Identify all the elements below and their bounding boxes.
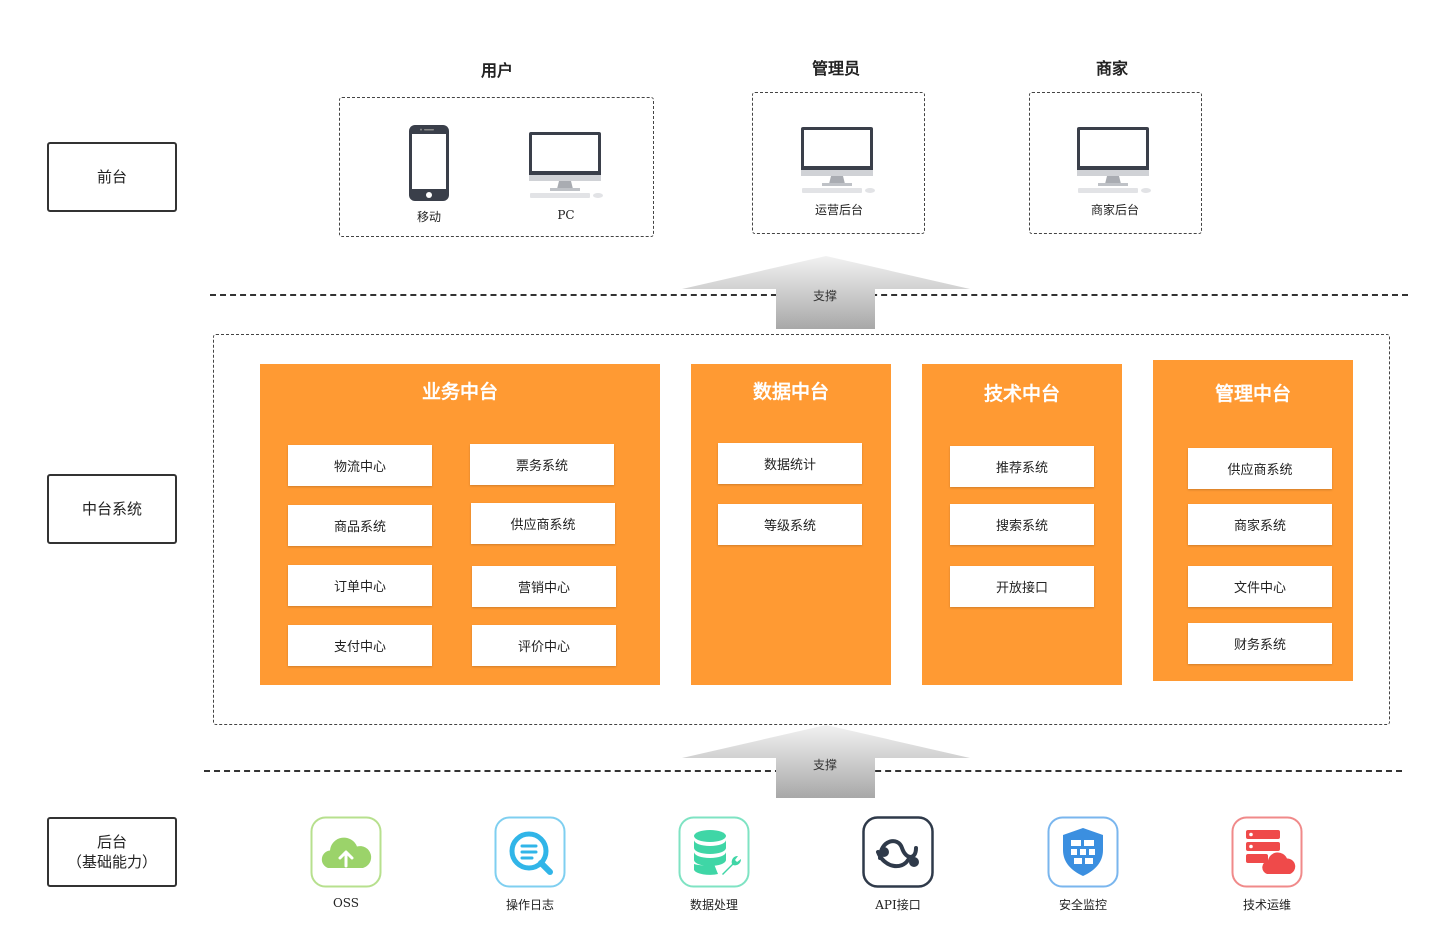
middle-platform-box — [213, 334, 1390, 725]
module-business-1: 票务系统 — [470, 444, 614, 485]
module-tech-1: 搜索系统 — [950, 504, 1094, 545]
module-business-5: 营销中心 — [472, 566, 616, 607]
module-business-0: 物流中心 — [288, 445, 432, 486]
merchant-device-box: 商家后台 — [1029, 92, 1202, 234]
desktop-pc-icon — [529, 132, 603, 198]
server-cloud-icon — [1231, 816, 1303, 888]
module-business-6: 支付中心 — [288, 625, 432, 666]
user-device-box: 移动 PC — [339, 97, 654, 237]
module-data-0: 数据统计 — [718, 443, 862, 484]
module-tech-0: 推荐系统 — [950, 446, 1094, 487]
service-label-security: 安全监控 — [1058, 898, 1107, 912]
support-arrow-up-icon — [682, 725, 970, 798]
module-tech-2: 开放接口 — [950, 566, 1094, 607]
service-label-oss: OSS — [332, 896, 360, 910]
cloud-upload-icon — [310, 816, 382, 888]
support-arrow-up-icon — [682, 256, 970, 329]
device-caption-mobile: 移动 — [416, 210, 441, 224]
service-label-ops: 技术运维 — [1242, 898, 1291, 912]
support-label-bottom: 支撑 — [812, 758, 837, 772]
group-title-user: 用户 — [480, 61, 513, 80]
group-title-merchant: 商家 — [1095, 59, 1128, 78]
layer-label-back-line2: （基础能力） — [66, 853, 157, 871]
panel-title-data: 数据中台 — [752, 381, 829, 403]
layer-label-back: 后台 （基础能力） — [47, 817, 177, 887]
device-caption-pc: PC — [557, 208, 575, 222]
mobile-phone-icon — [409, 125, 449, 201]
module-business-3: 供应商系统 — [471, 503, 615, 544]
layer-label-front: 前台 — [47, 142, 177, 212]
module-manage-0: 供应商系统 — [1188, 448, 1332, 489]
desktop-monitor-icon — [801, 127, 875, 193]
module-manage-1: 商家系统 — [1188, 504, 1332, 545]
service-label-api: API接口 — [875, 898, 921, 912]
group-title-admin: 管理员 — [811, 59, 860, 78]
module-data-1: 等级系统 — [718, 504, 862, 545]
module-business-7: 评价中心 — [472, 625, 616, 666]
service-label-oplog: 操作日志 — [505, 898, 554, 912]
layer-label-back-line1: 后台 — [96, 833, 127, 851]
search-list-icon — [494, 816, 566, 888]
module-manage-2: 文件中心 — [1188, 566, 1332, 607]
service-label-dataproc: 数据处理 — [689, 898, 738, 912]
shield-firewall-icon — [1047, 816, 1119, 888]
module-manage-3: 财务系统 — [1188, 623, 1332, 664]
support-label-top: 支撑 — [812, 289, 837, 303]
device-caption-merchant: 商家后台 — [1090, 203, 1139, 217]
admin-device-box: 运营后台 — [752, 92, 925, 234]
layer-label-front-text: 前台 — [96, 168, 127, 186]
desktop-monitor-icon — [1077, 127, 1151, 193]
layer-label-middle-text: 中台系统 — [81, 500, 142, 518]
layer-label-middle: 中台系统 — [47, 474, 177, 544]
module-business-2: 商品系统 — [288, 505, 432, 546]
panel-title-manage: 管理中台 — [1214, 383, 1291, 405]
api-link-icon — [862, 816, 934, 888]
panel-title-business: 业务中台 — [421, 381, 498, 403]
panel-title-tech: 技术中台 — [983, 383, 1060, 405]
database-wrench-icon — [678, 816, 750, 888]
device-caption-ops: 运营后台 — [814, 203, 863, 217]
module-business-4: 订单中心 — [288, 565, 432, 606]
